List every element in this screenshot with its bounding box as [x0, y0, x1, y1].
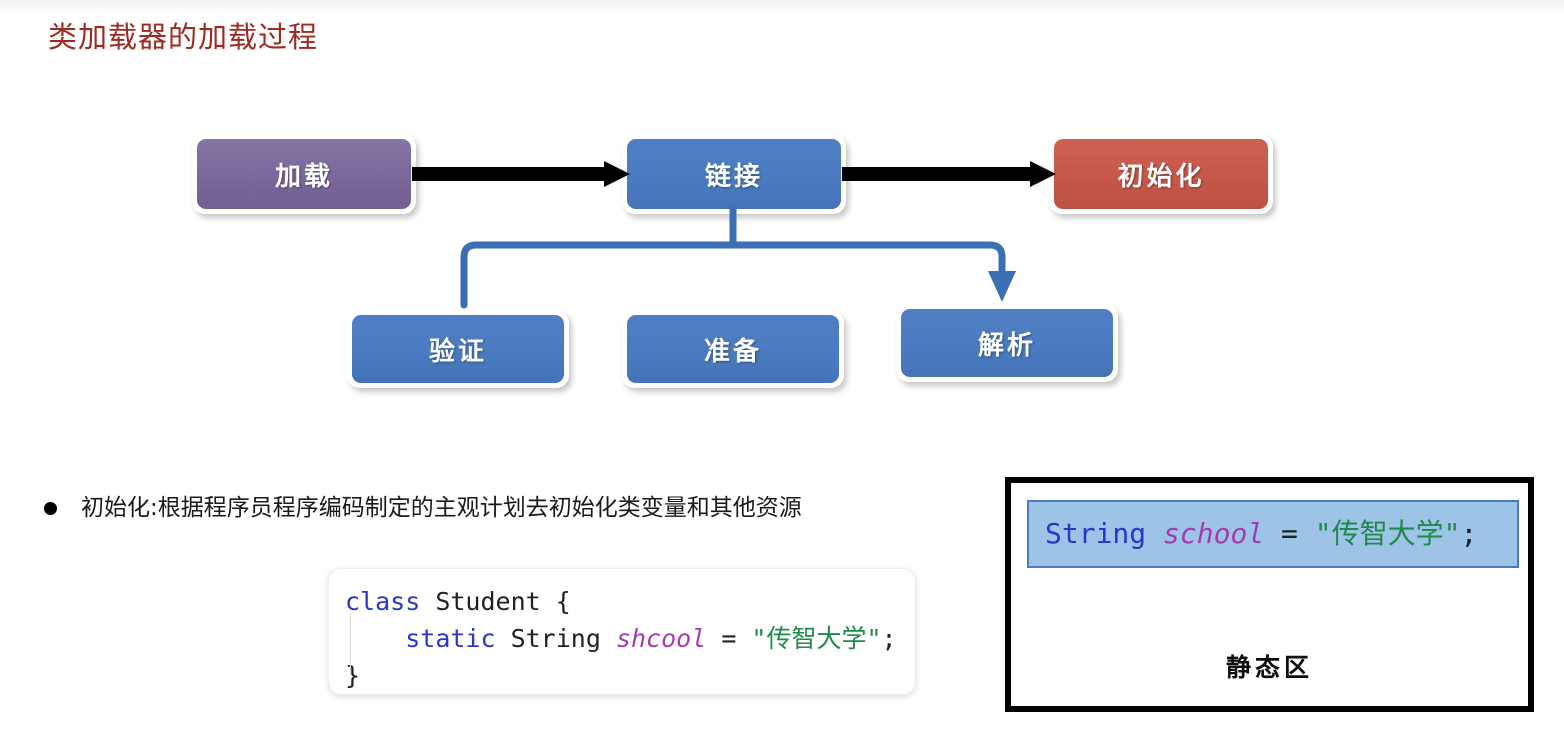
page-title: 类加载器的加载过程	[48, 20, 319, 54]
code-token: String	[1045, 517, 1164, 550]
arrow-head	[1030, 161, 1056, 187]
code-token: =	[706, 624, 752, 653]
code-token: String	[495, 624, 616, 653]
flow-box-link-label: 链接	[627, 139, 841, 209]
code-line: static String shcool = "传智大学";	[345, 620, 915, 657]
code-token	[345, 624, 405, 653]
code-token: "传智大学"	[751, 624, 882, 653]
arrow-head	[604, 161, 630, 187]
flow-box-parse[interactable]: 解析	[896, 304, 1118, 382]
branch-rail	[460, 241, 1006, 309]
branch-arrow-head	[988, 271, 1016, 302]
arrow-shaft	[842, 167, 1030, 181]
code-token: ;	[881, 624, 897, 653]
top-gray-band	[0, 0, 1564, 14]
static-area-label: 静态区	[1225, 653, 1313, 682]
flow-box-parse-label: 解析	[901, 309, 1113, 377]
code-line: }	[345, 657, 915, 694]
code-block: class Student { static String shcool = "…	[345, 583, 915, 694]
flow-box-init-label: 初始化	[1054, 139, 1268, 209]
flow-box-verify[interactable]: 验证	[347, 310, 569, 388]
bullet-row: 初始化:根据程序员程序编码制定的主观计划去初始化类变量和其他资源	[44, 492, 802, 524]
code-card: class Student { static String shcool = "…	[328, 568, 916, 695]
flow-box-load-label: 加载	[197, 139, 411, 209]
arrow-load-to-link-icon	[412, 161, 630, 187]
bullet-dot-icon	[44, 502, 57, 515]
flow-box-verify-label: 验证	[352, 315, 564, 383]
code-token: shcool	[615, 624, 707, 653]
arrow-shaft	[412, 167, 604, 181]
code-token: ;	[1460, 517, 1478, 550]
arrow-link-to-init-icon	[842, 161, 1056, 187]
code-token: =	[1264, 517, 1315, 550]
bullet-text: 初始化:根据程序员程序编码制定的主观计划去初始化类变量和其他资源	[81, 495, 802, 521]
flow-box-init[interactable]: 初始化	[1049, 134, 1273, 214]
code-token: "传智大学"	[1314, 517, 1461, 550]
flow-box-load[interactable]: 加载	[192, 134, 416, 214]
flow-box-prepare-label: 准备	[627, 315, 839, 383]
static-area-statement-code: String school = "传智大学";	[1045, 517, 1477, 551]
static-area-statement: String school = "传智大学";	[1027, 500, 1519, 568]
code-line: class Student {	[345, 583, 915, 620]
code-token: static	[405, 624, 496, 653]
code-token: class	[345, 587, 421, 616]
branch-connector-icon	[460, 205, 1016, 309]
code-indent-guide	[350, 613, 351, 675]
code-token: }	[345, 661, 361, 690]
flow-box-link[interactable]: 链接	[622, 134, 846, 214]
code-token: school	[1163, 517, 1265, 550]
flow-box-prepare[interactable]: 准备	[622, 310, 844, 388]
code-token: Student {	[420, 587, 571, 616]
static-area-box: String school = "传智大学"; 静态区	[1005, 477, 1534, 712]
